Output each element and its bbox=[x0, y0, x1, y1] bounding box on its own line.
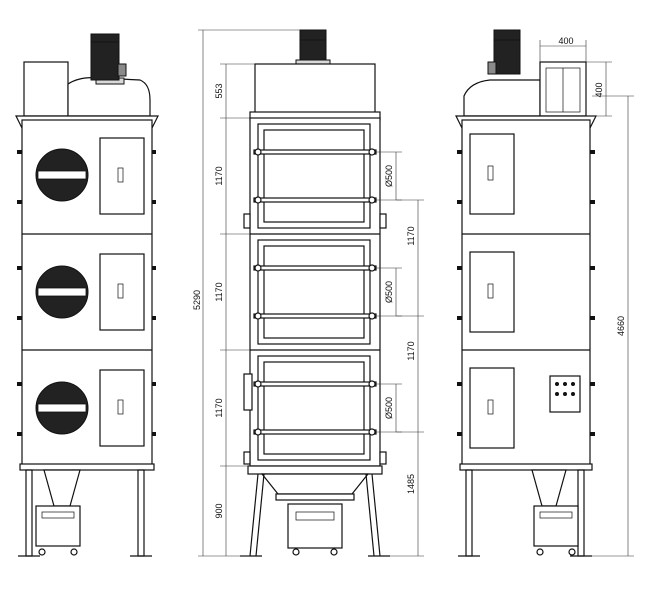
right-door-1 bbox=[469, 133, 515, 215]
left-motor bbox=[90, 33, 120, 81]
right-view bbox=[455, 29, 597, 557]
right-hopper bbox=[531, 469, 567, 507]
middle-motor bbox=[299, 29, 327, 65]
dim-module-3: 1170 bbox=[214, 398, 224, 417]
right-leg-back bbox=[577, 469, 585, 557]
left-view bbox=[15, 33, 159, 557]
dim-module-1: 1170 bbox=[214, 166, 224, 185]
dim-total-height: 5290 bbox=[192, 290, 202, 310]
right-base-plate bbox=[459, 463, 593, 471]
right-fan-housing bbox=[463, 79, 541, 117]
middle-top-housing bbox=[254, 63, 376, 117]
right-door-2 bbox=[469, 251, 515, 333]
dim-diameter-2: Ø500 bbox=[384, 281, 394, 303]
dim-diameter-3: Ø500 bbox=[384, 397, 394, 419]
left-base-plate bbox=[19, 463, 155, 471]
dim-outlet-height: 400 bbox=[594, 82, 604, 97]
dim-outlet-width: 400 bbox=[558, 36, 573, 46]
right-dimensions bbox=[539, 40, 634, 557]
middle-dimensions-right bbox=[376, 151, 424, 557]
left-leg-back bbox=[137, 469, 145, 557]
left-hopper bbox=[43, 469, 81, 507]
middle-filter-2 bbox=[253, 239, 377, 345]
dim-motor-top: 553 bbox=[214, 83, 224, 98]
right-dust-bin bbox=[533, 505, 579, 547]
left-leg-front bbox=[25, 469, 33, 557]
dim-side-height: 4660 bbox=[616, 316, 626, 336]
right-leg-front bbox=[465, 469, 473, 557]
middle-base-plate bbox=[247, 465, 383, 475]
left-module-3 bbox=[35, 369, 145, 447]
left-door-3 bbox=[99, 369, 145, 447]
right-motor bbox=[493, 29, 521, 75]
dim-spacing-3: 1485 bbox=[406, 474, 416, 494]
dim-module-2: 1170 bbox=[214, 282, 224, 301]
left-door-2 bbox=[99, 253, 145, 331]
middle-side-box bbox=[243, 373, 253, 411]
dim-legs: 900 bbox=[214, 503, 224, 518]
middle-filter-1 bbox=[253, 123, 377, 229]
dim-spacing-1: 1170 bbox=[406, 226, 416, 245]
left-door-1 bbox=[99, 137, 145, 215]
left-fan-box bbox=[23, 61, 69, 117]
middle-hopper bbox=[260, 473, 370, 495]
dim-diameter-1: Ø500 bbox=[384, 165, 394, 187]
left-module-2 bbox=[35, 253, 145, 331]
middle-dust-bin bbox=[287, 503, 343, 549]
right-door-3 bbox=[469, 367, 515, 449]
middle-view bbox=[240, 29, 390, 557]
middle-dimensions-left bbox=[198, 29, 300, 557]
left-motor-box bbox=[117, 63, 127, 77]
left-fan-housing bbox=[67, 77, 151, 117]
left-dust-bin bbox=[35, 505, 81, 547]
dim-spacing-2: 1170 bbox=[406, 341, 416, 360]
middle-body bbox=[249, 117, 381, 467]
left-module-1 bbox=[35, 137, 145, 215]
